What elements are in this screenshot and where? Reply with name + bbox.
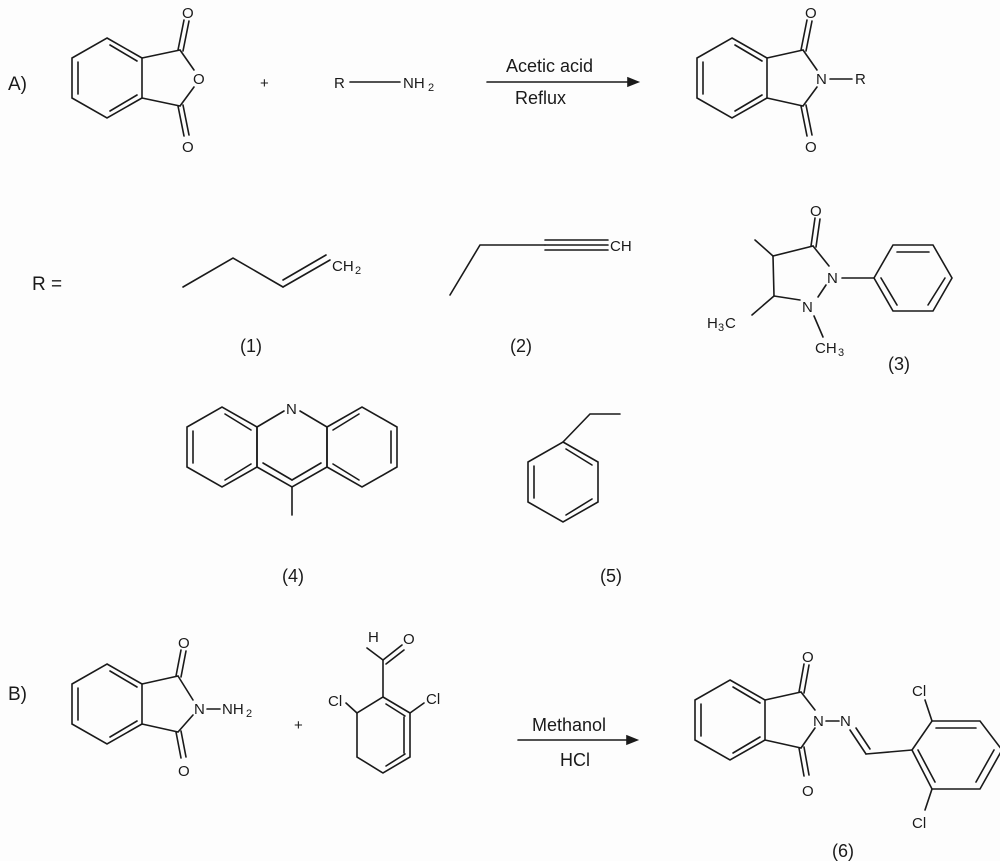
atom-o: O: [805, 139, 817, 156]
atom-o: O: [802, 649, 814, 666]
phthalimide-product: O N R O: [696, 5, 866, 156]
substituent-3-pyrazolone: O N N H 3 C CH 3 (3): [707, 203, 953, 374]
atom-cl: Cl: [426, 691, 440, 708]
atom-h: H: [707, 315, 718, 332]
subscript: 3: [838, 347, 844, 359]
atom-o: O: [182, 5, 194, 22]
subscript: 2: [355, 265, 361, 277]
n-aminophthalimide: O N NH 2 O: [71, 635, 252, 780]
substituent-4-acridine: N (4): [186, 401, 398, 586]
compound-label-1: (1): [240, 336, 262, 356]
atom-n: N: [194, 701, 205, 718]
r-equals-label: R =: [32, 274, 62, 295]
atom-n: N: [840, 713, 851, 730]
atom-nh: NH: [403, 75, 425, 92]
atom-o: O: [403, 631, 415, 648]
reaction-arrow-b: Methanol HCl: [517, 715, 640, 770]
condition-reflux: Reflux: [515, 88, 566, 108]
compound-label-2: (2): [510, 336, 532, 356]
atom-n: N: [802, 299, 813, 316]
substituent-5-benzyl: (5): [527, 413, 622, 586]
atom-n: N: [827, 270, 838, 287]
atom-n: N: [813, 713, 824, 730]
atom-o: O: [802, 783, 814, 800]
atom-o: O: [178, 635, 190, 652]
compound-label-5: (5): [600, 566, 622, 586]
plus-sign: +: [260, 75, 269, 92]
atom-o: O: [178, 763, 190, 780]
reaction-arrow-a: Acetic acid Reflux: [486, 56, 641, 108]
subscript: 2: [246, 708, 252, 720]
atom-o: O: [810, 203, 822, 220]
subscript: 3: [718, 322, 724, 334]
atom-ch: CH: [610, 238, 632, 255]
r-group: R: [334, 75, 345, 92]
subscript: 2: [428, 82, 434, 94]
atom-n: N: [816, 71, 827, 88]
condition-acetic-acid: Acetic acid: [506, 56, 593, 76]
amine-reagent: R NH 2: [334, 75, 434, 94]
atom-ch: CH: [815, 340, 837, 357]
atom-o: O: [182, 139, 194, 156]
atom-cl: Cl: [912, 815, 926, 832]
atom-h: H: [368, 629, 379, 646]
substituent-2-propargyl: CH (2): [449, 238, 632, 356]
compound-label-4: (4): [282, 566, 304, 586]
scheme-b-label: B): [8, 684, 27, 705]
atom-o: O: [805, 5, 817, 22]
hydrazone-product-6: O N N O Cl Cl (6): [694, 649, 1000, 861]
dichlorobenzaldehyde: H O Cl Cl: [328, 629, 440, 774]
atom-ch: CH: [332, 258, 354, 275]
compound-label-3: (3): [888, 354, 910, 374]
condition-hcl: HCl: [560, 750, 590, 770]
scheme-a-label: A): [8, 74, 27, 95]
condition-methanol: Methanol: [532, 715, 606, 735]
atom-o: O: [193, 71, 205, 88]
atom-c: C: [725, 315, 736, 332]
phthalic-anhydride: O O O: [71, 5, 205, 156]
substituent-1-allyl: CH 2 (1): [182, 254, 361, 356]
plus-sign: +: [294, 717, 303, 734]
atom-cl: Cl: [328, 693, 342, 710]
atom-n: N: [286, 401, 297, 418]
atom-cl: Cl: [912, 683, 926, 700]
atom-nh: NH: [222, 701, 244, 718]
compound-label-6: (6): [832, 841, 854, 861]
r-group: R: [855, 71, 866, 88]
